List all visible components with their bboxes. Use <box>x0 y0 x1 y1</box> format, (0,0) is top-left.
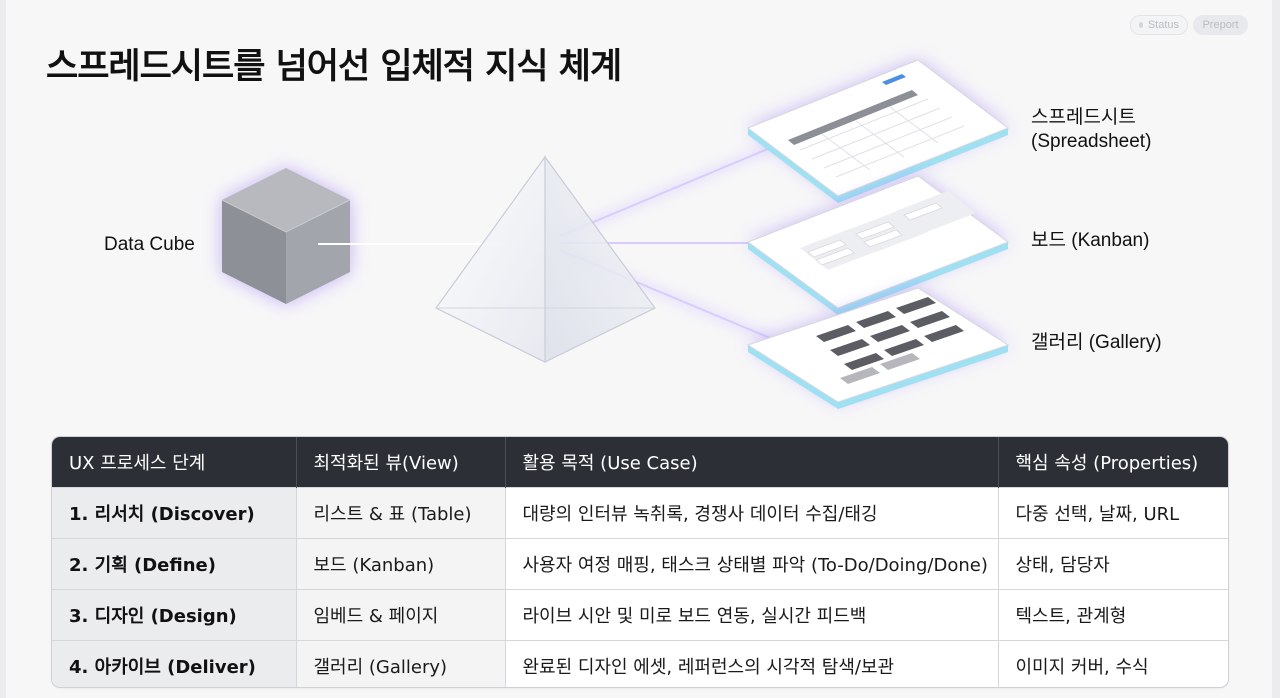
cell-use-case: 완료된 디자인 에셋, 레퍼런스의 시각적 탐색/보관 <box>505 640 999 687</box>
cell-properties: 상태, 담당자 <box>998 538 1228 590</box>
left-edge <box>0 0 6 698</box>
header-view: 최적화된 뷰(View) <box>296 437 506 488</box>
page-title: 스프레드시트를 넘어선 입체적 지식 체계 <box>46 47 622 87</box>
header-properties: 핵심 속성 (Properties) <box>998 437 1228 488</box>
cell-view: 임베드 & 페이지 <box>296 589 506 641</box>
table-row: 4. 아카이브 (Deliver) 갤러리 (Gallery) 완료된 디자인 … <box>52 640 1228 687</box>
cell-stage: 2. 기획 (Define) <box>52 538 297 590</box>
spreadsheet-label-sub: (Spreadsheet) <box>1031 131 1152 152</box>
status-chip[interactable]: Status <box>1130 15 1188 35</box>
cell-use-case: 대량의 인터뷰 녹취록, 경쟁사 데이터 수집/태깅 <box>505 487 999 539</box>
cell-properties: 이미지 커버, 수식 <box>998 640 1228 687</box>
table-row: 2. 기획 (Define) 보드 (Kanban) 사용자 여정 매핑, 태스… <box>52 538 1228 590</box>
spreadsheet-label-name: 스프레드시트 <box>1031 107 1136 128</box>
spreadsheet-label: 스프레드시트 (Spreadsheet) <box>1031 106 1151 154</box>
cell-properties: 텍스트, 관계형 <box>998 589 1228 641</box>
preport-chip-label: Preport <box>1202 19 1239 31</box>
cell-view: 보드 (Kanban) <box>296 538 506 590</box>
cell-properties: 다중 선택, 날짜, URL <box>998 487 1228 539</box>
prism-diagram <box>221 59 1010 409</box>
spreadsheet-card <box>746 59 1010 203</box>
cell-view: 갤러리 (Gallery) <box>296 640 506 687</box>
cell-stage: 1. 리서치 (Discover) <box>52 487 297 539</box>
data-cube-icon <box>221 168 351 304</box>
status-chip-label: Status <box>1147 19 1179 31</box>
ux-process-table: UX 프로세스 단계 최적화된 뷰(View) 활용 목적 (Use Case)… <box>52 437 1228 687</box>
kanban-label: 보드 (Kanban) <box>1031 230 1150 251</box>
kanban-card <box>746 175 1010 315</box>
right-edge <box>1272 0 1280 698</box>
cell-use-case: 라이브 시안 및 미로 보드 연동, 실시간 피드백 <box>505 589 999 641</box>
preport-chip[interactable]: Preport <box>1193 15 1248 35</box>
gallery-card <box>746 287 1010 409</box>
prism-icon <box>435 155 656 363</box>
table-header-row: UX 프로세스 단계 최적화된 뷰(View) 활용 목적 (Use Case)… <box>52 437 1228 488</box>
cell-stage: 3. 디자인 (Design) <box>52 589 297 641</box>
cell-use-case: 사용자 여정 매핑, 태스크 상태별 파악 (To-Do/Doing/Done) <box>505 538 999 590</box>
status-dot-icon <box>1139 22 1143 28</box>
header-stage: UX 프로세스 단계 <box>52 437 297 488</box>
header-use-case: 활용 목적 (Use Case) <box>505 437 999 488</box>
cell-view: 리스트 & 표 (Table) <box>296 487 506 539</box>
data-cube-label: Data Cube <box>104 234 195 255</box>
gallery-label: 갤러리 (Gallery) <box>1031 332 1162 353</box>
cell-stage: 4. 아카이브 (Deliver) <box>52 640 297 687</box>
table-row: 1. 리서치 (Discover) 리스트 & 표 (Table) 대량의 인터… <box>52 487 1228 539</box>
table-row: 3. 디자인 (Design) 임베드 & 페이지 라이브 시안 및 미로 보드… <box>52 589 1228 641</box>
